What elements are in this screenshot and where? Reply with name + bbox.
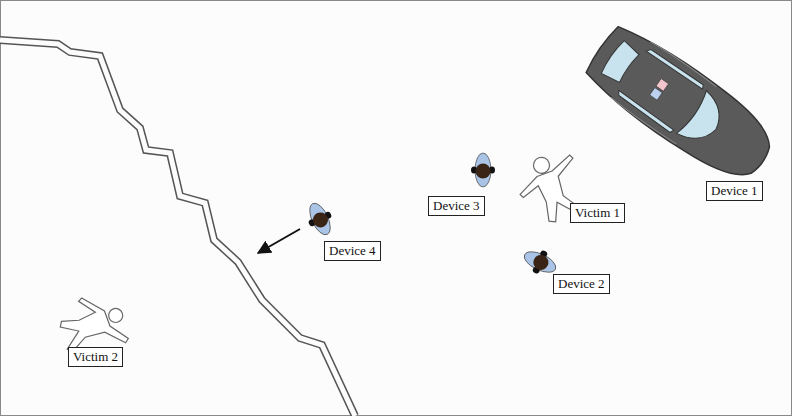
person (302, 199, 338, 240)
label-text: Victim 2 (73, 349, 118, 365)
label-text: Device 2 (558, 276, 605, 292)
person (471, 153, 495, 187)
label-box: Device 3 (428, 196, 485, 216)
label-text: Victim 1 (575, 205, 620, 221)
label-text: Device 4 (329, 243, 376, 259)
label-box: Victim 2 (68, 347, 123, 367)
label-box: Device 2 (553, 274, 610, 294)
label-box: Device 1 (706, 181, 763, 201)
direction-arrow (258, 229, 300, 253)
label-text: Device 1 (711, 183, 758, 199)
cliff-edge (0, 40, 355, 416)
label-text: Device 3 (433, 198, 480, 214)
label-box: Victim 1 (570, 203, 625, 223)
label-box: Device 4 (324, 241, 381, 261)
car (579, 18, 784, 192)
